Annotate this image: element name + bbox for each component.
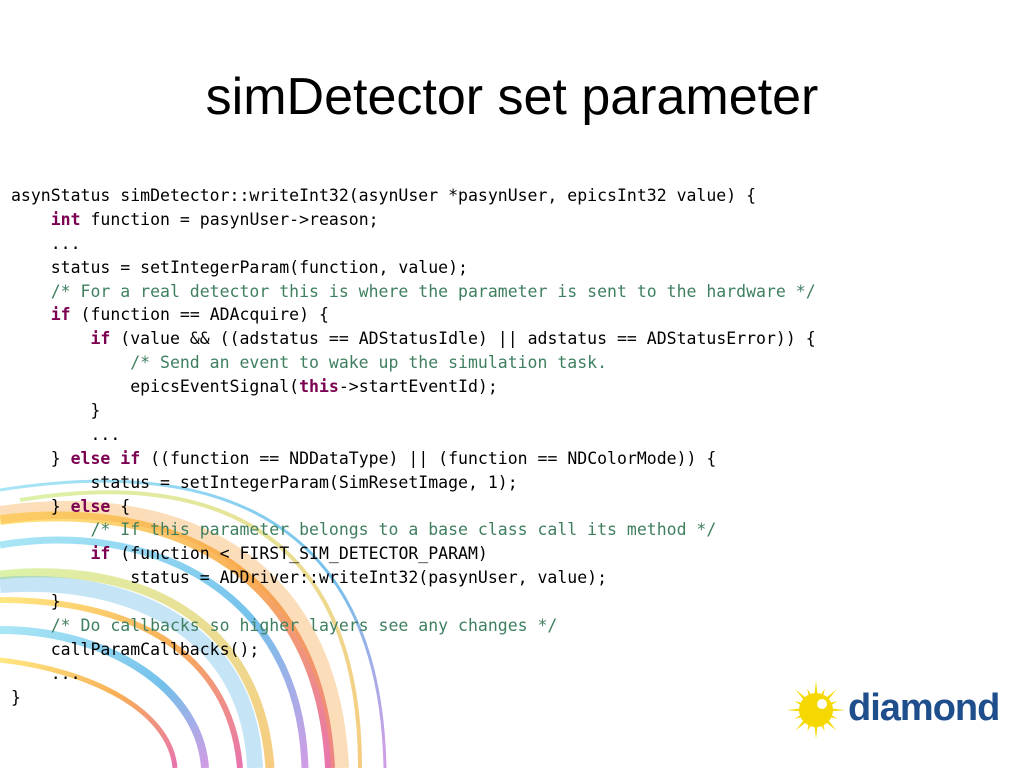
logo-text: diamond: [848, 687, 1000, 729]
code-line: if (value && ((adstatus == ADStatusIdle)…: [11, 327, 816, 351]
code-line: /* If this parameter belongs to a base c…: [11, 518, 816, 542]
code-line: status = ADDriver::writeInt32(pasynUser,…: [11, 566, 816, 590]
code-text: epicsEventSignal(: [11, 377, 300, 397]
code-comment: /* Do callbacks so higher layers see any…: [11, 616, 558, 636]
code-text: }: [11, 592, 61, 612]
code-text: }: [11, 448, 71, 468]
code-line: }: [11, 399, 816, 423]
code-text: function = pasynUser->reason;: [80, 209, 379, 229]
code-text: [11, 544, 90, 563]
code-text: (value && ((adstatus == ADStatusIdle) ||…: [110, 329, 816, 349]
code-line: ...: [11, 232, 816, 256]
code-text: }: [11, 687, 21, 707]
code-comment: /* Send an event to wake up the simulati…: [11, 353, 608, 373]
code-line: }: [11, 686, 816, 710]
code-text: [11, 210, 51, 229]
code-text: status = setIntegerParam(function, value…: [11, 257, 468, 277]
code-line: } else {: [11, 495, 816, 519]
code-text: {: [110, 496, 131, 516]
starburst-icon: [787, 681, 845, 739]
code-text: ->startEventId);: [338, 377, 498, 397]
code-text: [11, 305, 51, 324]
code-text: callParamCallbacks();: [11, 639, 260, 659]
code-text: ...: [11, 233, 81, 253]
code-keyword: else: [70, 448, 111, 468]
code-line: status = setIntegerParam(function, value…: [11, 256, 816, 280]
code-comment: /* If this parameter belongs to a base c…: [11, 520, 717, 540]
slide-title: simDetector set parameter: [205, 68, 819, 126]
code-line: ...: [11, 662, 816, 686]
code-keyword: int: [50, 209, 81, 229]
code-keyword: if: [90, 544, 111, 564]
code-line: if (function == ADAcquire) {: [11, 303, 816, 327]
code-block: asynStatus simDetector::writeInt32(asynU…: [11, 184, 816, 710]
code-text: ...: [11, 663, 81, 683]
code-text: }: [11, 496, 71, 516]
code-text: ((function == NDDataType) || (function =…: [140, 448, 717, 468]
diamond-logo: diamond: [786, 680, 1000, 740]
code-line: status = setIntegerParam(SimResetImage, …: [11, 471, 816, 495]
code-line: if (function < FIRST_SIM_DETECTOR_PARAM): [11, 542, 816, 566]
code-line: ...: [11, 423, 816, 447]
code-line: /* Do callbacks so higher layers see any…: [11, 614, 816, 638]
code-keyword: if: [90, 329, 111, 349]
code-text: asynStatus simDetector::writeInt32(asynU…: [11, 186, 757, 205]
code-line: /* Send an event to wake up the simulati…: [11, 351, 816, 375]
code-text: status = ADDriver::writeInt32(pasynUser,…: [11, 568, 608, 588]
code-text: [11, 329, 90, 348]
code-text: (function == ADAcquire) {: [70, 305, 329, 325]
code-keyword: if: [50, 305, 71, 325]
code-line: asynStatus simDetector::writeInt32(asynU…: [11, 184, 816, 208]
code-text: status = setIntegerParam(SimResetImage, …: [11, 472, 518, 492]
code-line: /* For a real detector this is where the…: [11, 280, 816, 304]
code-text: [110, 449, 120, 468]
code-line: } else if ((function == NDDataType) || (…: [11, 447, 816, 471]
code-keyword: else: [70, 496, 111, 516]
code-line: callParamCallbacks();: [11, 638, 816, 662]
code-keyword: this: [299, 377, 339, 397]
code-line: int function = pasynUser->reason;: [11, 208, 816, 232]
code-keyword: if: [120, 448, 141, 468]
code-line: }: [11, 590, 816, 614]
code-text: ...: [11, 424, 121, 444]
code-text: (function < FIRST_SIM_DETECTOR_PARAM): [110, 544, 488, 564]
code-line: epicsEventSignal(this->startEventId);: [11, 375, 816, 399]
code-text: }: [11, 401, 101, 421]
code-comment: /* For a real detector this is where the…: [11, 281, 816, 301]
